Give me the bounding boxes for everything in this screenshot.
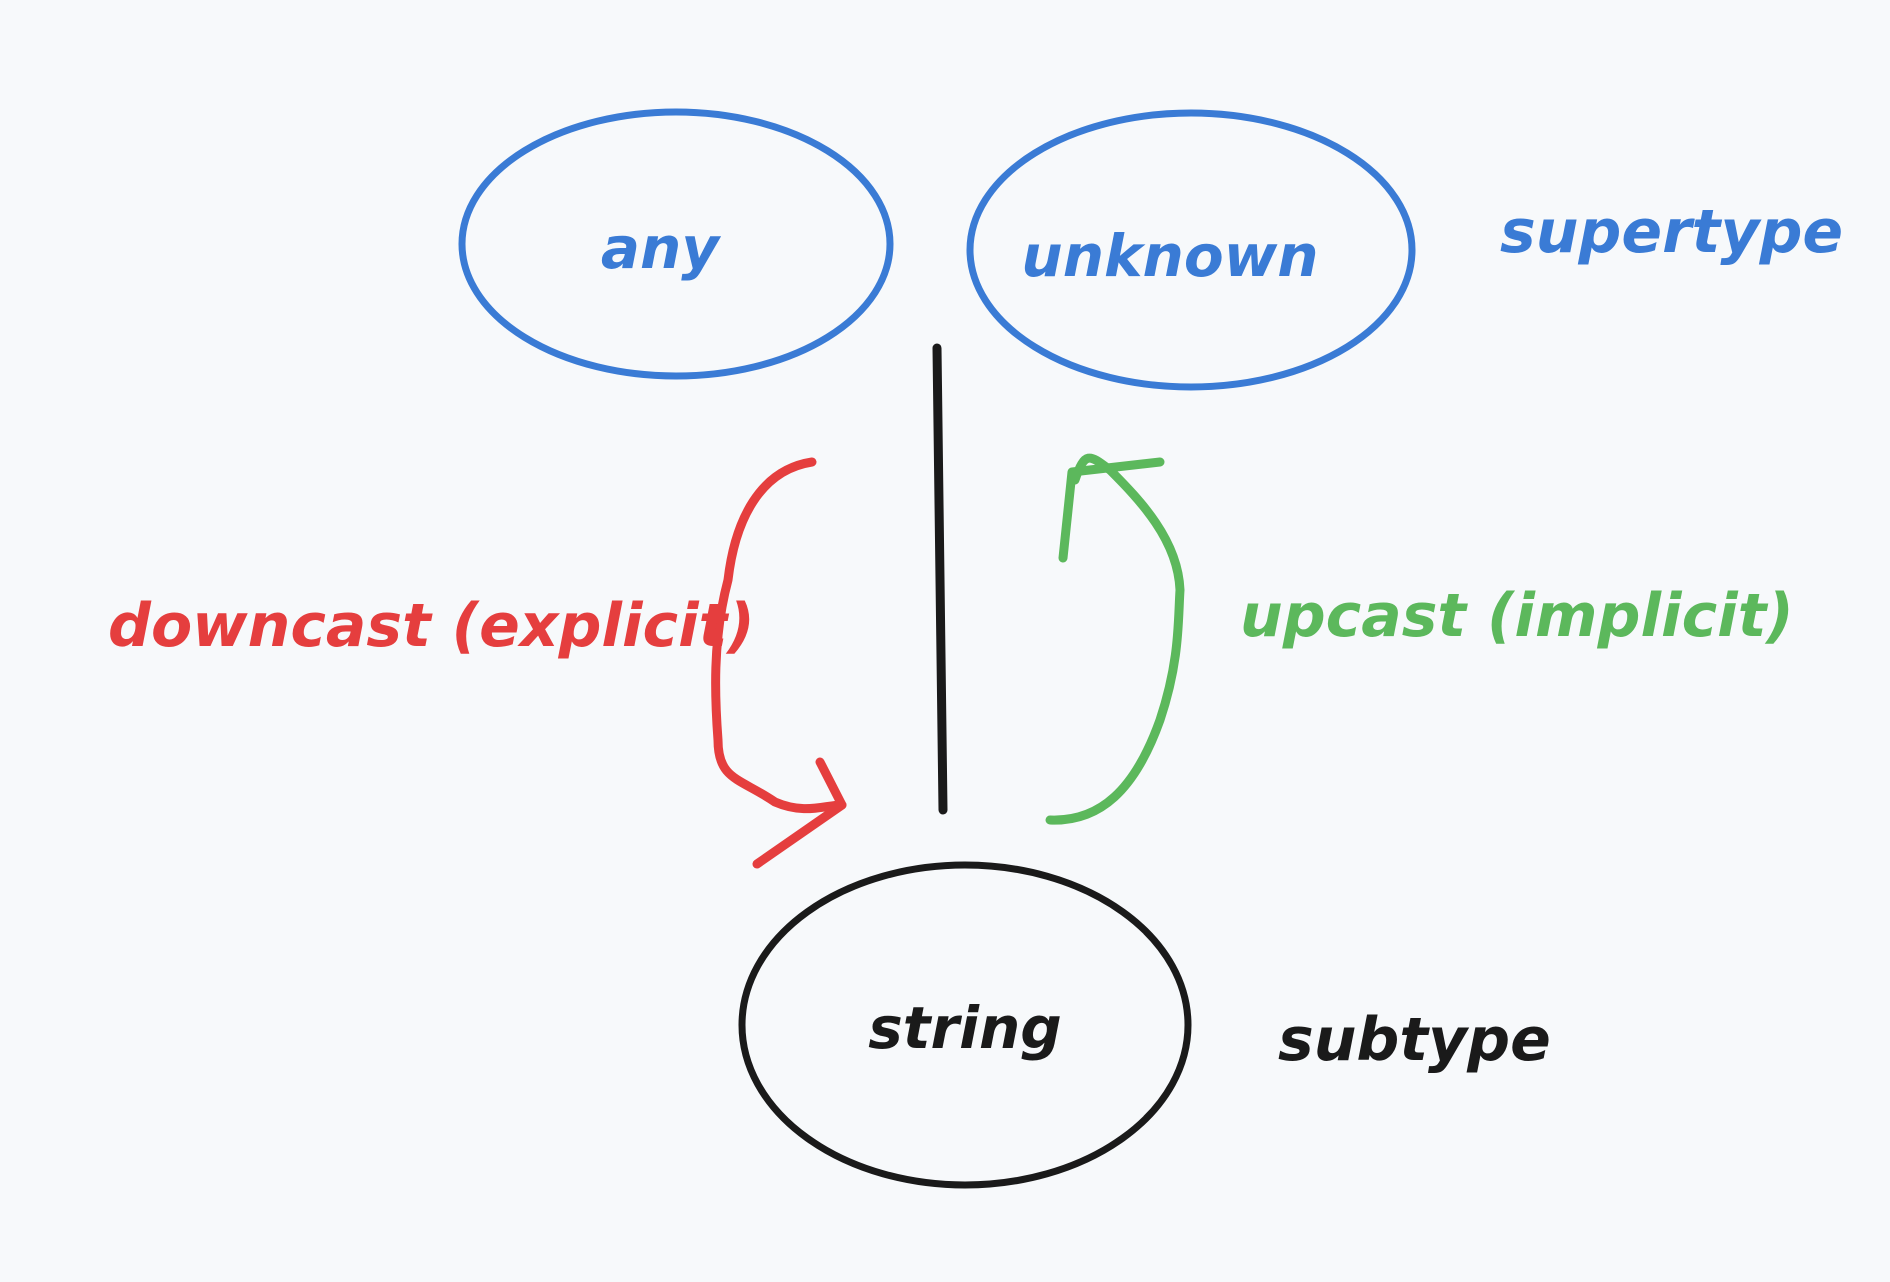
node-string-ellipse <box>738 861 1192 1189</box>
downcast-label: downcast (explicit) <box>108 591 755 661</box>
node-any-ellipse <box>458 108 894 380</box>
upcast-arrow-head <box>1058 457 1165 563</box>
downcast-arrow <box>711 457 847 869</box>
upcast-label: upcast (implicit) <box>1240 581 1794 651</box>
subtype-label: subtype <box>1278 1005 1551 1075</box>
hierarchy-connector-line <box>932 343 948 815</box>
node-unknown: unknown <box>966 109 1416 391</box>
downcast-arrow-head <box>752 757 847 869</box>
upcast-arrow <box>1045 453 1185 825</box>
node-string: string <box>738 861 1192 1189</box>
supertype-label: supertype <box>1500 197 1843 267</box>
node-unknown-ellipse <box>966 109 1416 391</box>
node-string-label: string <box>868 994 1062 1062</box>
downcast-arrow-curve <box>711 457 847 814</box>
node-unknown-label: unknown <box>1021 222 1318 290</box>
node-any: any <box>458 108 894 380</box>
node-any-label: any <box>601 214 721 282</box>
